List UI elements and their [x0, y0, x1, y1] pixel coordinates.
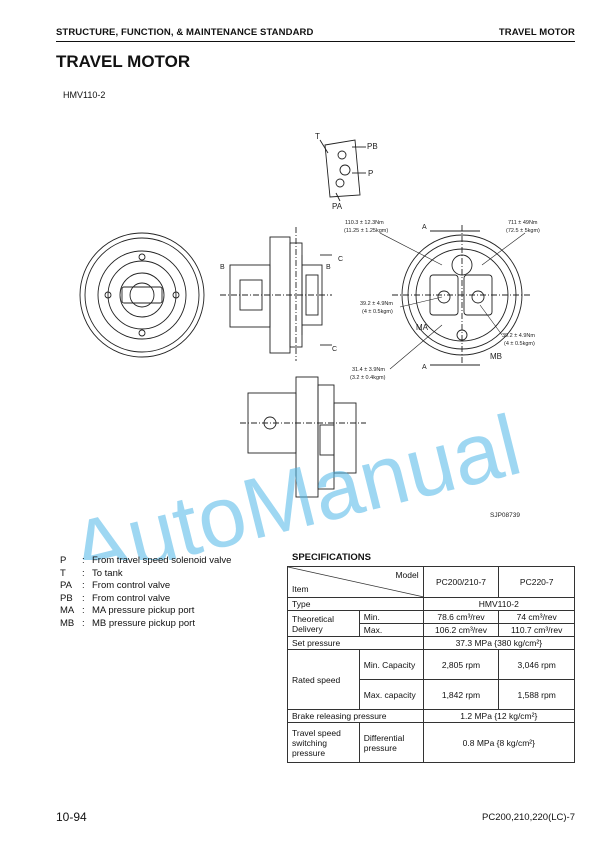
- front-view: [79, 232, 205, 358]
- model-2-header: PC220-7: [498, 566, 575, 598]
- legend-item: P:From travel speed solenoid valve: [60, 555, 232, 566]
- legend-item: MB:MB pressure pickup port: [60, 617, 195, 629]
- port-pb-label: PB: [367, 142, 378, 151]
- table-row: Max. 106.2 cm³/rev 110.7 cm³/rev: [288, 623, 575, 637]
- specifications-table: Model Item PC200/210-7 PC220-7 Type HMV1…: [287, 566, 576, 763]
- model-code: HMV110-2: [63, 90, 106, 100]
- page-header: STRUCTURE, FUNCTION, & MAINTENANCE STAND…: [56, 27, 575, 42]
- port-pa-label: PA: [332, 202, 343, 211]
- page-number: 10-94: [56, 810, 87, 824]
- travel-motor-drawing: B B C C T PB P PA A A MA MB 110.3 ± 12.3…: [79, 132, 540, 519]
- table-row: Brake releasing pressure 1.2 MPa {12 kg/…: [287, 709, 576, 723]
- port-detail-view: [319, 139, 366, 202]
- torque-4-line2: (4 ± 0.5kgm): [504, 341, 535, 347]
- section-c-mark-bottom: C: [332, 346, 337, 353]
- torque-5-line1: 31.4 ± 3.9Nm: [352, 367, 385, 373]
- section-a-view: [392, 225, 532, 366]
- torque-4-line1: 39.2 ± 4.9Nm: [502, 333, 535, 339]
- header-right-title: TRAVEL MOTOR: [498, 27, 575, 38]
- table-row: Set pressure 37.3 MPa {380 kg/cm²}: [287, 636, 576, 650]
- torque-2-line1: 711 ± 49Nm: [508, 220, 538, 226]
- table-row: Rated speed Min. Capacity 2,805 rpm 3,04…: [287, 649, 575, 710]
- section-c-mark-top: C: [338, 256, 343, 263]
- legend-item: PB:From control valve: [60, 592, 171, 604]
- table-row: Type HMV110-2: [287, 597, 576, 611]
- legend-item: T:To tank: [60, 567, 123, 579]
- section-b-mark-right: B: [326, 264, 331, 271]
- torque-1-line1: 110.3 ± 12.3Nm: [345, 220, 384, 226]
- torque-3-line2: (4 ± 0.5kgm): [362, 309, 393, 315]
- model-1-header: PC200/210-7: [422, 566, 500, 598]
- torque-5-line2: (3.2 ± 0.4kgm): [350, 375, 386, 381]
- table-row: Max. capacity 1,842 rpm 1,588 rpm: [288, 679, 575, 710]
- section-b-mark-left: B: [220, 264, 225, 271]
- header-section-title: STRUCTURE, FUNCTION, & MAINTENANCE STAND…: [56, 27, 314, 38]
- torque-3-line1: 39.2 ± 4.9Nm: [360, 301, 393, 307]
- footer-models: PC200,210,220(LC)-7: [482, 812, 575, 823]
- bottom-view: [240, 376, 366, 498]
- legend-item: PA:From control valve: [60, 580, 171, 591]
- legend-item: MA:MA pressure pickup port: [60, 605, 195, 616]
- page-title: TRAVEL MOTOR: [56, 52, 191, 71]
- torque-2-line2: (72.5 ± 5kgm): [506, 228, 540, 234]
- port-mb-label: MB: [490, 352, 502, 361]
- diagonal-divider: [288, 567, 424, 597]
- header-model-item-cell: Model Item: [287, 566, 424, 598]
- specifications-title: SPECIFICATIONS: [292, 552, 371, 563]
- torque-1-line2: (11.25 ± 1.25kgm): [344, 228, 388, 234]
- table-row: Model Item PC200/210-7 PC220-7: [287, 566, 575, 598]
- section-a-mark-bottom: A: [422, 364, 427, 371]
- port-t-label: T: [315, 132, 320, 141]
- table-row: Theoretical Delivery Min. 78.6 cm³/rev 7…: [287, 610, 575, 637]
- port-p-label: P: [368, 169, 373, 178]
- section-a-mark-top: A: [422, 224, 427, 231]
- figure-code: SJP08739: [490, 512, 520, 519]
- side-view: [220, 227, 332, 361]
- port-ma-label: MA: [416, 323, 429, 332]
- table-row: Travel speed switching pressure Differen…: [287, 722, 576, 763]
- port-legend: P:From travel speed solenoid valve T:To …: [60, 555, 231, 630]
